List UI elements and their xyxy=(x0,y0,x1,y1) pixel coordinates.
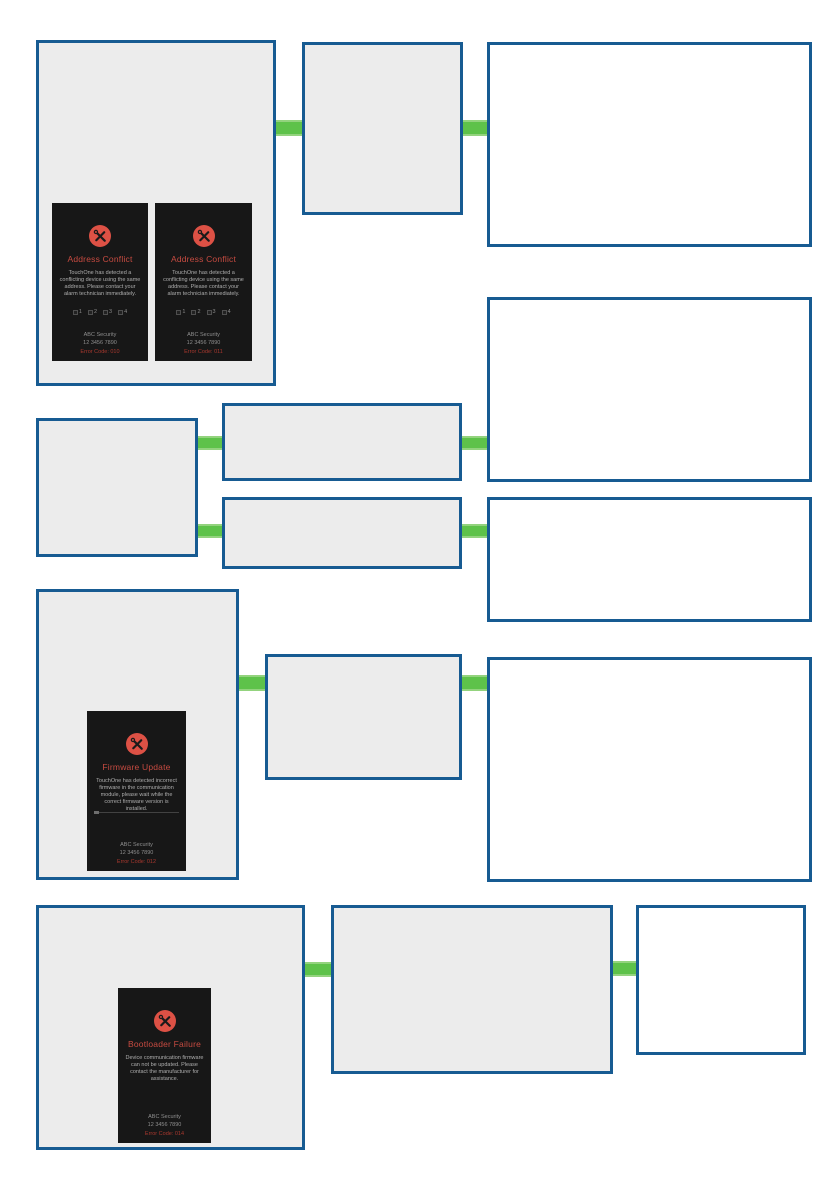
connector-2 xyxy=(463,120,487,136)
connector-3 xyxy=(198,436,222,450)
connector-1 xyxy=(276,120,302,136)
error-body: TouchOne has detected incorrect firmware… xyxy=(96,778,177,812)
connector-8 xyxy=(462,675,487,691)
dip-checkbox-icon xyxy=(206,309,212,315)
dip-checkbox-icon xyxy=(176,309,182,315)
tools-icon xyxy=(153,1010,176,1032)
phone-footer: ABC Security 12 3456 7890 Error Code: 01… xyxy=(87,841,186,867)
dip-number: 3 xyxy=(212,309,216,315)
frame-branch-detail-2 xyxy=(487,497,812,622)
dip-1: 1 xyxy=(176,309,185,315)
frame-address-conflict: Address Conflict TouchOne has detected a… xyxy=(36,40,276,386)
dip-1: 1 xyxy=(72,309,82,315)
frame-branch-detail-1 xyxy=(487,297,812,482)
error-code: Error Code: 012 xyxy=(116,858,157,865)
connector-6 xyxy=(462,524,487,538)
dip-number: 4 xyxy=(227,309,231,315)
tools-icon xyxy=(125,733,148,755)
dip-checkbox-icon xyxy=(191,309,197,315)
error-code: Error Code: 010 xyxy=(80,348,120,355)
address-dip-row: 1 2 3 4 xyxy=(52,309,148,315)
frame-bootloader-note xyxy=(331,905,613,1074)
provider-phone: 12 3456 7890 xyxy=(119,850,154,856)
dip-4: 4 xyxy=(118,309,127,315)
dip-4: 4 xyxy=(221,309,231,315)
phone-screen-firmware-update: Firmware Update TouchOne has detected in… xyxy=(87,711,186,871)
phone-footer: ABC Security 12 3456 7890 Error Code: 01… xyxy=(118,1113,211,1139)
frame-branch-source xyxy=(36,418,198,557)
firmware-progress-bar xyxy=(94,811,179,814)
error-body: TouchOne has detected a conflicting devi… xyxy=(163,270,244,297)
provider-name: ABC Security xyxy=(187,331,220,338)
dip-number: 4 xyxy=(124,309,128,315)
error-title: Firmware Update xyxy=(102,762,171,772)
frame-firmware-detail xyxy=(487,657,812,882)
dip-checkbox-icon xyxy=(221,309,227,315)
provider-phone: 12 3456 7890 xyxy=(83,340,117,346)
error-title: Bootloader Failure xyxy=(127,1039,202,1049)
tools-icon xyxy=(89,225,111,247)
frame-branch-option-2 xyxy=(222,497,462,569)
dip-number: 2 xyxy=(93,309,97,315)
frame-firmware-note xyxy=(265,654,462,780)
frame-firmware-update: Firmware Update TouchOne has detected in… xyxy=(36,589,239,880)
dip-checkbox-icon xyxy=(72,309,78,315)
dip-checkbox-icon xyxy=(103,309,108,315)
dip-2: 2 xyxy=(87,309,97,315)
dip-3: 3 xyxy=(103,309,112,315)
connector-10 xyxy=(613,961,636,976)
dip-checkbox-icon xyxy=(118,309,124,315)
error-body: TouchOne has detected a conflicting devi… xyxy=(59,270,141,297)
phone-screen-address-conflict-2: Address Conflict TouchOne has detected a… xyxy=(155,203,252,361)
error-title: Address Conflict xyxy=(67,254,133,264)
provider-name: ABC Security xyxy=(148,1113,181,1120)
phone-screen-bootloader-failure: Bootloader Failure Device communication … xyxy=(118,988,211,1143)
phone-footer: ABC Security 12 3456 7890 Error Code: 01… xyxy=(155,331,252,357)
provider-phone: 12 3456 7890 xyxy=(147,1122,182,1128)
error-code: Error Code: 011 xyxy=(184,348,223,355)
frame-address-note xyxy=(302,42,463,215)
provider-phone: 12 3456 7890 xyxy=(186,340,221,346)
error-body: Device communication firmware can not be… xyxy=(125,1055,204,1082)
connector-4 xyxy=(198,524,222,538)
error-title: Address Conflict xyxy=(170,254,237,264)
frame-branch-option-1 xyxy=(222,403,462,481)
frame-address-detail xyxy=(487,42,812,247)
tools-icon xyxy=(192,225,215,247)
provider-name: ABC Security xyxy=(120,841,153,848)
dip-number: 1 xyxy=(78,309,82,315)
provider-name: ABC Security xyxy=(83,331,117,338)
phone-footer: ABC Security 12 3456 7890 Error Code: 01… xyxy=(52,331,148,357)
address-dip-row: 1 2 3 4 xyxy=(155,309,252,315)
dip-number: 3 xyxy=(109,309,113,315)
dip-checkbox-icon xyxy=(87,309,93,315)
connector-5 xyxy=(462,436,487,450)
dip-3: 3 xyxy=(206,309,216,315)
dip-number: 2 xyxy=(197,309,201,315)
error-code: Error Code: 014 xyxy=(144,1130,185,1137)
frame-bootloader-failure: Bootloader Failure Device communication … xyxy=(36,905,305,1150)
frame-bootloader-detail xyxy=(636,905,806,1055)
dip-number: 1 xyxy=(182,309,186,315)
phone-screen-address-conflict-1: Address Conflict TouchOne has detected a… xyxy=(52,203,148,361)
connector-7 xyxy=(239,675,265,691)
connector-9 xyxy=(305,962,331,977)
dip-2: 2 xyxy=(191,309,201,315)
